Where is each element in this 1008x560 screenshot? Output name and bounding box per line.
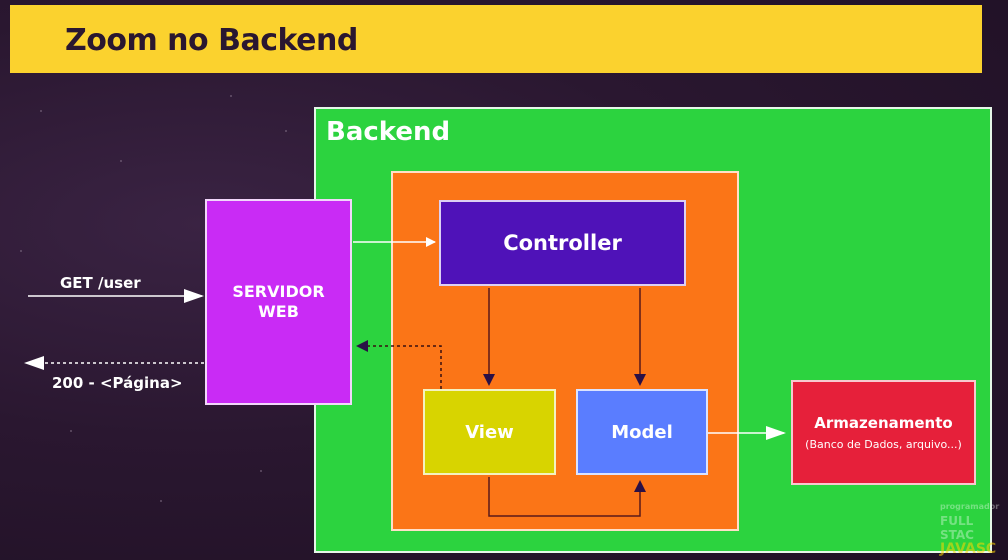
channel-watermark: programador FULL STAC JAVASC bbox=[940, 500, 1008, 556]
servidor-label-line1: SERVIDOR bbox=[232, 282, 325, 301]
watermark-line3: JAVASC bbox=[940, 541, 997, 557]
controller-node: Controller bbox=[439, 200, 686, 286]
view-to-model-arrow bbox=[488, 477, 646, 517]
watermark-line1: programador bbox=[940, 502, 1000, 511]
star-decoration bbox=[160, 500, 162, 502]
armazenamento-subtitle: (Banco de Dados, arquivo...) bbox=[805, 438, 962, 451]
star-decoration bbox=[285, 130, 287, 132]
star-decoration bbox=[40, 110, 42, 112]
armazenamento-title: Armazenamento bbox=[814, 414, 953, 432]
view-label: View bbox=[465, 421, 514, 443]
request-label: GET /user bbox=[60, 274, 141, 292]
star-decoration bbox=[230, 95, 232, 97]
watermark-line2: FULL STAC bbox=[940, 514, 974, 542]
star-decoration bbox=[260, 470, 262, 472]
model-node: Model bbox=[576, 389, 708, 475]
view-node: View bbox=[423, 389, 556, 475]
model-label: Model bbox=[611, 421, 673, 443]
backend-label: Backend bbox=[326, 117, 451, 147]
response-label: 200 - <Página> bbox=[52, 374, 183, 392]
servidor-label-line2: WEB bbox=[258, 302, 299, 321]
controller-label: Controller bbox=[503, 231, 622, 255]
star-decoration bbox=[20, 250, 22, 252]
armazenamento-node: Armazenamento (Banco de Dados, arquivo..… bbox=[791, 380, 976, 485]
page-title: Zoom no Backend bbox=[65, 23, 358, 58]
servidor-web-node: SERVIDOR WEB bbox=[205, 199, 352, 405]
title-bar: Zoom no Backend bbox=[10, 5, 982, 73]
star-decoration bbox=[120, 160, 122, 162]
view-to-servidor-arrow bbox=[356, 340, 442, 389]
star-decoration bbox=[70, 430, 72, 432]
